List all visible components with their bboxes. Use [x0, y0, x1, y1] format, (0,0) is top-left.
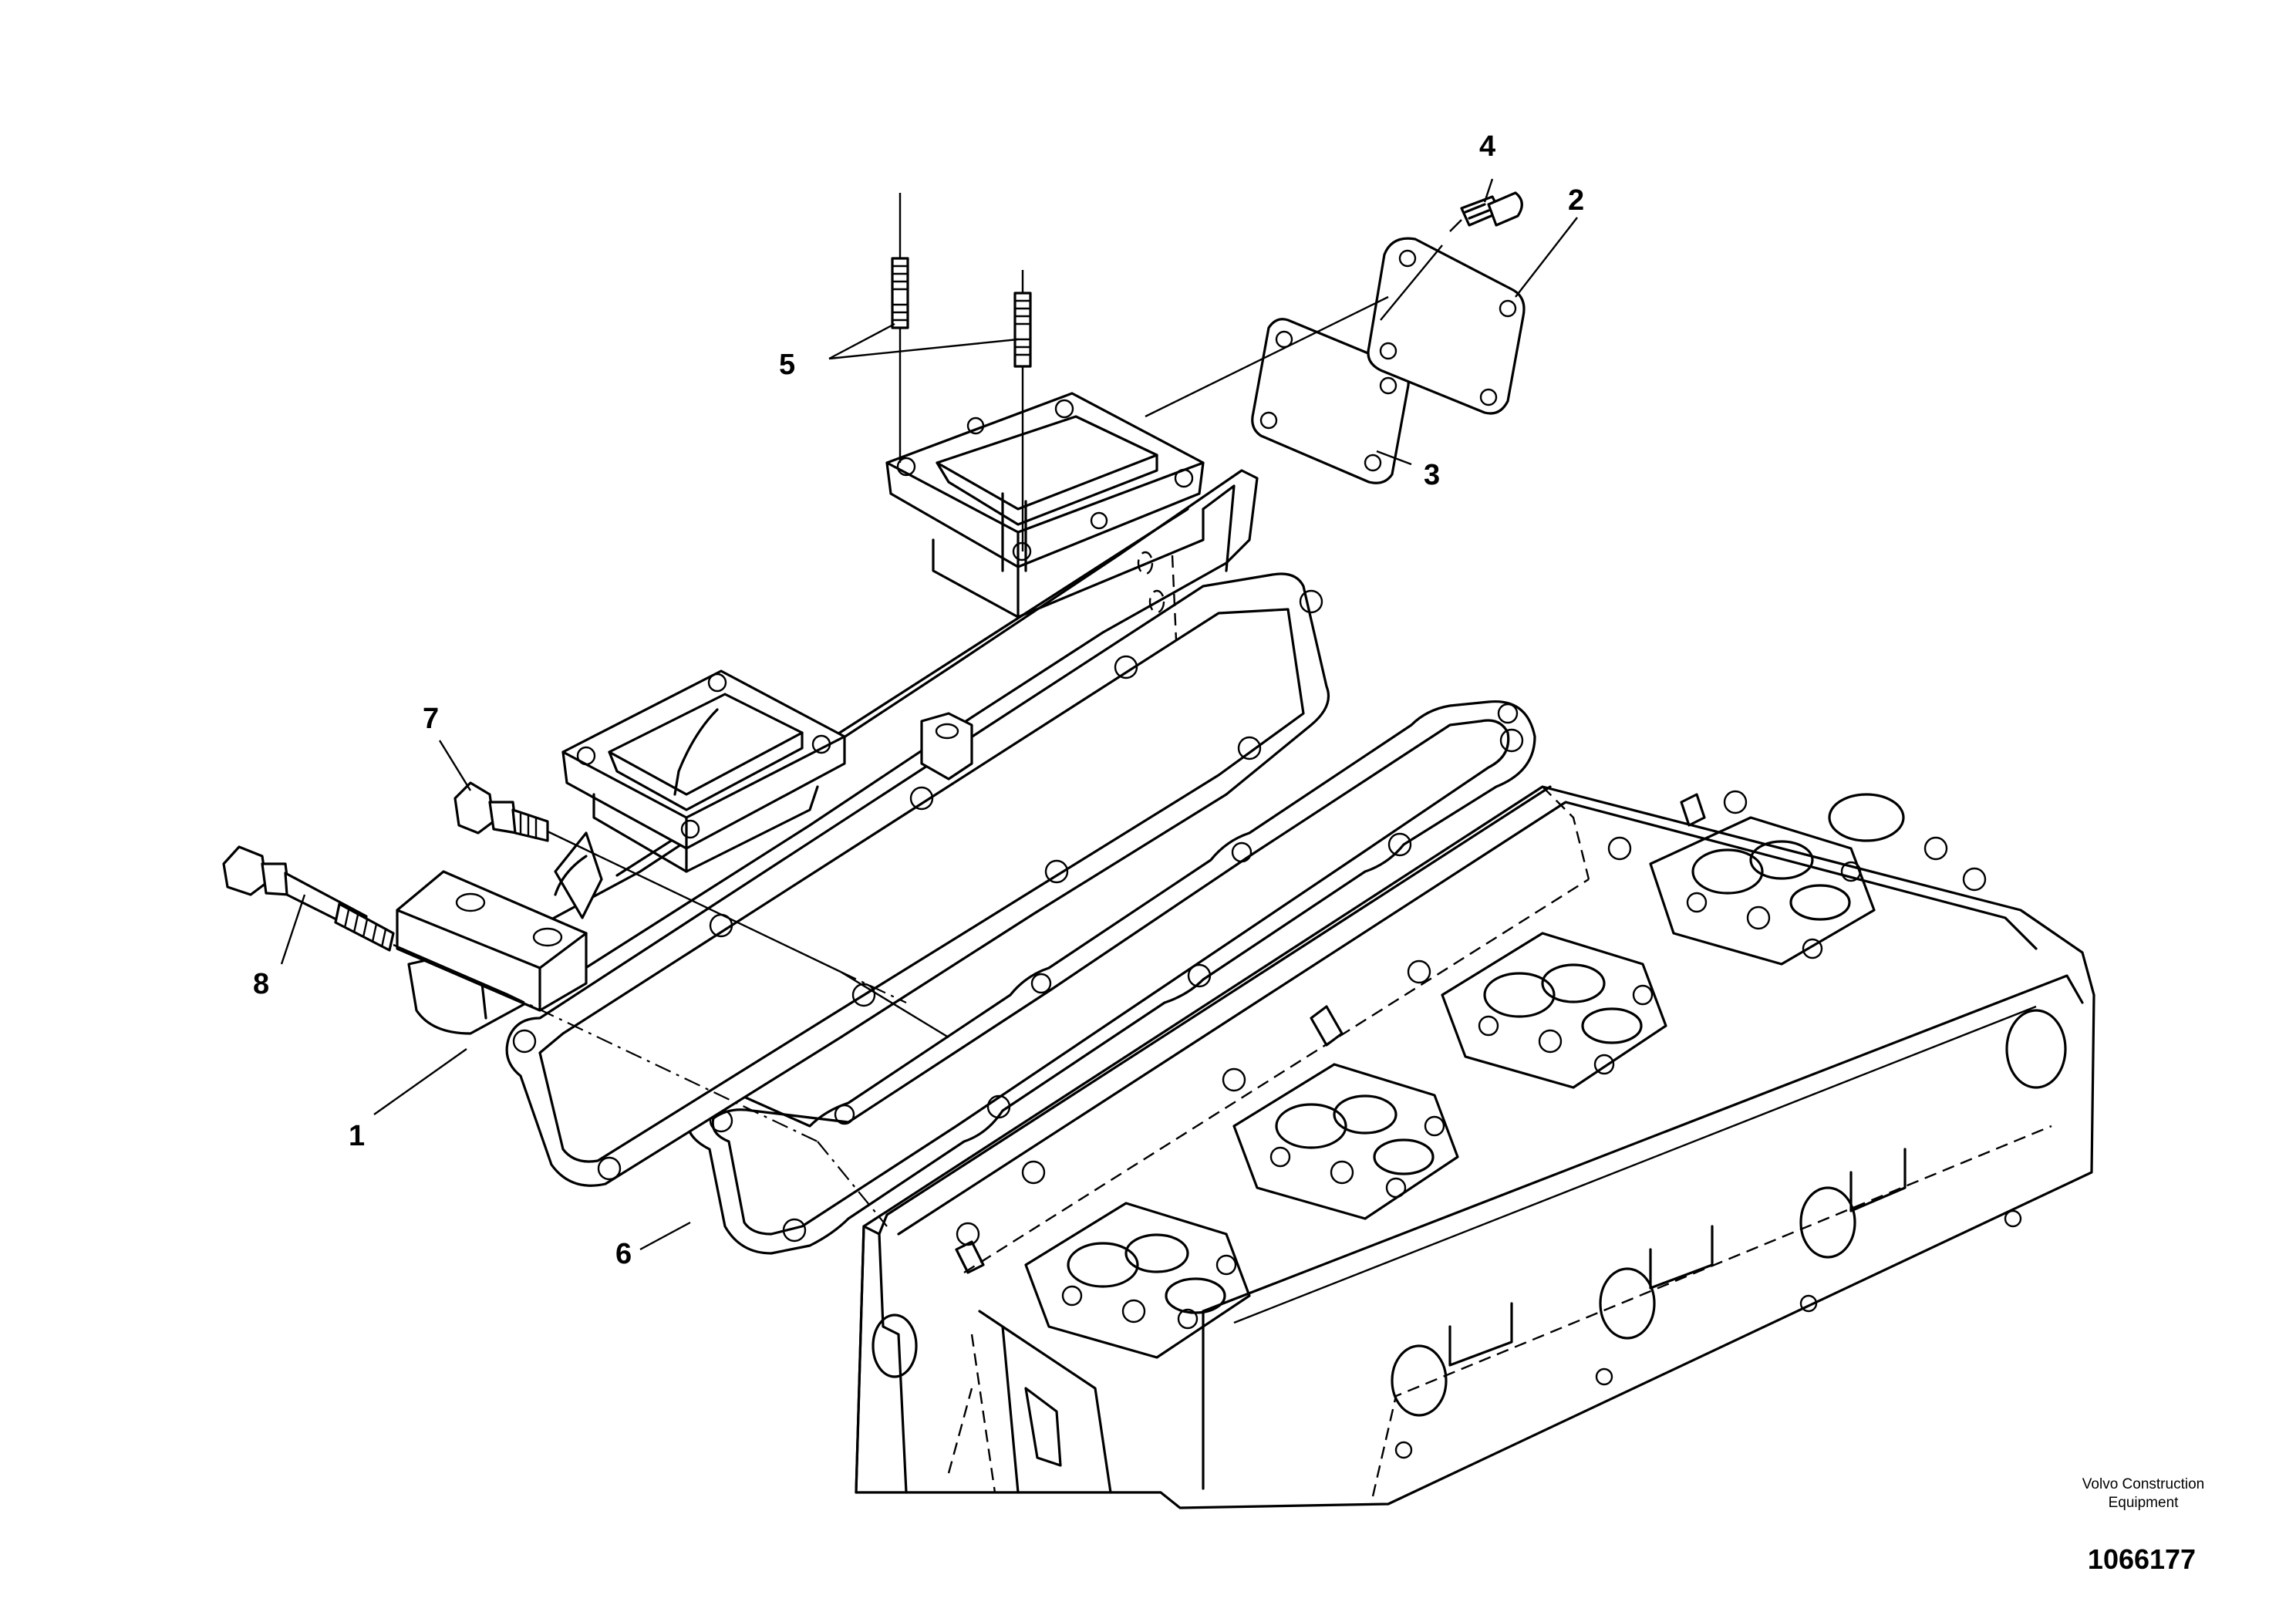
manifold-gasket — [686, 700, 1536, 1255]
leader-lines — [280, 178, 1578, 1251]
stud-right — [1013, 292, 1032, 368]
valve-pocket-4 — [1649, 793, 1987, 966]
bolt-item-8 — [222, 845, 395, 952]
callout-5: 5 — [779, 349, 795, 381]
valve-pocket-3 — [1441, 932, 1667, 1089]
stud-left — [891, 257, 909, 329]
callout-8: 8 — [253, 968, 269, 1000]
outlet-flange-lower — [554, 669, 846, 896]
company-line-2: Equipment — [2108, 1495, 2179, 1511]
screw-item-4 — [1460, 191, 1523, 227]
outlet-flange-upper — [885, 392, 1236, 641]
document-number: 1066177 — [2087, 1543, 2197, 1575]
exhaust-manifold — [396, 392, 1330, 1187]
valve-pocket-1 — [1024, 1202, 1251, 1359]
callout-3: 3 — [1424, 459, 1440, 491]
callout-1: 1 — [349, 1120, 365, 1152]
callout-2: 2 — [1568, 184, 1584, 217]
callout-7: 7 — [423, 703, 439, 735]
screw-item-7 — [453, 781, 549, 842]
cylinder-head — [855, 785, 2095, 1509]
company-credit: Volvo Construction Equipment — [2043, 1475, 2244, 1512]
valve-pocket-2 — [1232, 1063, 1459, 1220]
assembly-lines — [393, 193, 1462, 1227]
callout-4: 4 — [1479, 130, 1495, 163]
callout-6: 6 — [615, 1238, 632, 1270]
company-line-1: Volvo Construction — [2082, 1476, 2205, 1492]
cover-plate — [1367, 237, 1526, 415]
